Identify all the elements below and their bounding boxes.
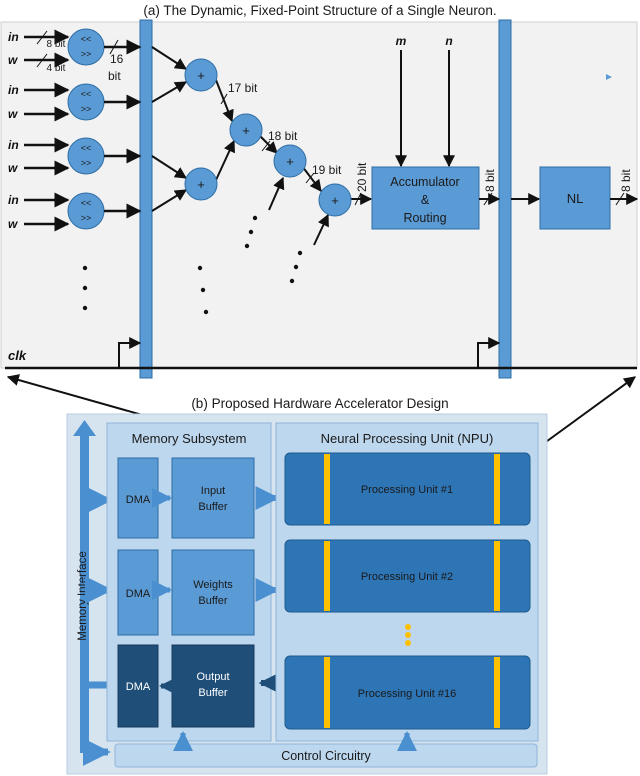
adder-node: + bbox=[318, 183, 352, 217]
nonlinearity-label: NL bbox=[567, 191, 584, 206]
ellipsis-dots bbox=[82, 215, 303, 315]
output-buffer-label-line2: Buffer bbox=[198, 687, 227, 699]
output-register-bar bbox=[498, 19, 512, 379]
processing-unit-ellipsis bbox=[405, 624, 411, 646]
adder-width-18: 18 bit bbox=[268, 129, 298, 143]
shift-right-symbol: >> bbox=[81, 213, 92, 223]
output-buffer-block bbox=[171, 644, 255, 728]
svg-text:+: + bbox=[331, 193, 339, 208]
processing-unit: Processing Unit #16 bbox=[284, 655, 531, 730]
adder-node: + bbox=[273, 144, 307, 178]
nonlinearity-block bbox=[539, 166, 611, 230]
processing-unit: Processing Unit #2 bbox=[284, 539, 531, 613]
input-in-label: in bbox=[8, 30, 19, 44]
input-row-4: in w << >> bbox=[8, 192, 142, 232]
adder-node: + bbox=[184, 167, 218, 201]
adder-width-19: 19 bit bbox=[312, 163, 342, 177]
adder-node: + bbox=[229, 113, 263, 147]
processing-unit-label: Processing Unit #16 bbox=[358, 688, 456, 700]
shift-left-symbol: << bbox=[81, 143, 92, 153]
memory-interface-arrow-icon bbox=[73, 420, 96, 436]
shift-left-symbol: << bbox=[81, 198, 92, 208]
processing-unit-label: Processing Unit #1 bbox=[361, 484, 453, 496]
clock-edge-input bbox=[118, 337, 142, 368]
dma-block bbox=[117, 457, 159, 539]
shift-left-symbol: << bbox=[81, 89, 92, 99]
memory-interface-label: Memory Interface bbox=[77, 551, 89, 640]
dma-output-block bbox=[117, 644, 159, 728]
input-in-label: in bbox=[8, 83, 19, 97]
output-buffer-label-line1: Output bbox=[196, 671, 229, 683]
weights-buffer-label-line1: Weights bbox=[193, 579, 233, 591]
input-width-label: 8 bit bbox=[47, 39, 66, 50]
input-w-label: w bbox=[8, 53, 18, 67]
svg-text:+: + bbox=[286, 154, 294, 169]
control-circuitry-block bbox=[114, 743, 538, 768]
accelerator-panel: (b) Proposed Hardware Accelerator Design… bbox=[66, 396, 548, 775]
input-row-3: in w << >> bbox=[8, 137, 142, 176]
input-row-1: in w 8 bit 4 bit << >> 16 bit bbox=[8, 28, 142, 83]
input-w-label: w bbox=[8, 217, 18, 231]
shift-right-symbol: >> bbox=[81, 104, 92, 114]
input-row-2: in w << >> bbox=[8, 82, 142, 122]
input-buffer-label-line2: Buffer bbox=[198, 501, 227, 513]
shift-right-symbol: >> bbox=[81, 158, 92, 168]
small-triangle-icon bbox=[606, 74, 612, 80]
accumulator-routing-block bbox=[371, 166, 480, 230]
dma-label: DMA bbox=[126, 588, 151, 600]
input-buffer-label-line1: Input bbox=[201, 485, 225, 497]
adder-width-20: 20 bit bbox=[355, 162, 369, 192]
shift-left-symbol: << bbox=[81, 34, 92, 44]
clock-edge-output bbox=[477, 337, 501, 368]
input-w-label: w bbox=[8, 107, 18, 121]
svg-text:+: + bbox=[197, 68, 205, 83]
input-m-label: m bbox=[396, 34, 407, 48]
processing-unit-label: Processing Unit #2 bbox=[361, 571, 453, 583]
svg-text:+: + bbox=[242, 123, 250, 138]
shift-right-symbol: >> bbox=[81, 49, 92, 59]
accumulator-output-width: 8 bit bbox=[483, 169, 497, 192]
accumulator-label-line2: & bbox=[421, 193, 430, 207]
product-width-line2: bit bbox=[108, 69, 121, 83]
dma-block bbox=[117, 549, 159, 636]
weight-width-label: 4 bit bbox=[47, 63, 66, 74]
product-width-line1: 16 bbox=[110, 52, 124, 66]
accumulator-label-line1: Accumulator bbox=[390, 175, 459, 189]
input-n-label: n bbox=[445, 34, 452, 48]
memory-subsystem-title: Memory Subsystem bbox=[132, 431, 247, 446]
neuron-panel-caption: (a) The Dynamic, Fixed-Point Structure o… bbox=[143, 3, 496, 18]
weights-buffer-block bbox=[171, 549, 255, 636]
accumulator-label-line3: Routing bbox=[403, 211, 446, 225]
adder-width-17: 17 bit bbox=[228, 81, 258, 95]
input-in-label: in bbox=[8, 138, 19, 152]
input-buffer-block bbox=[171, 457, 255, 539]
clock-label: clk bbox=[8, 348, 27, 363]
weights-buffer-label-line2: Buffer bbox=[198, 595, 227, 607]
control-circuitry-label: Control Circuitry bbox=[281, 749, 371, 763]
processing-unit: Processing Unit #1 bbox=[284, 452, 531, 526]
neuron-structure-panel: (a) The Dynamic, Fixed-Point Structure o… bbox=[0, 3, 639, 379]
input-w-label: w bbox=[8, 161, 18, 175]
dma-label: DMA bbox=[126, 494, 151, 506]
dma-label: DMA bbox=[126, 681, 151, 693]
input-in-label: in bbox=[8, 193, 19, 207]
neuron-output-width: 8 bit bbox=[619, 169, 633, 192]
memory-interface-bus bbox=[80, 433, 89, 753]
input-register-bar bbox=[139, 19, 153, 379]
accelerator-panel-caption: (b) Proposed Hardware Accelerator Design bbox=[191, 396, 448, 411]
adder-node: + bbox=[184, 58, 218, 92]
svg-text:+: + bbox=[197, 177, 205, 192]
npu-title: Neural Processing Unit (NPU) bbox=[321, 431, 494, 446]
